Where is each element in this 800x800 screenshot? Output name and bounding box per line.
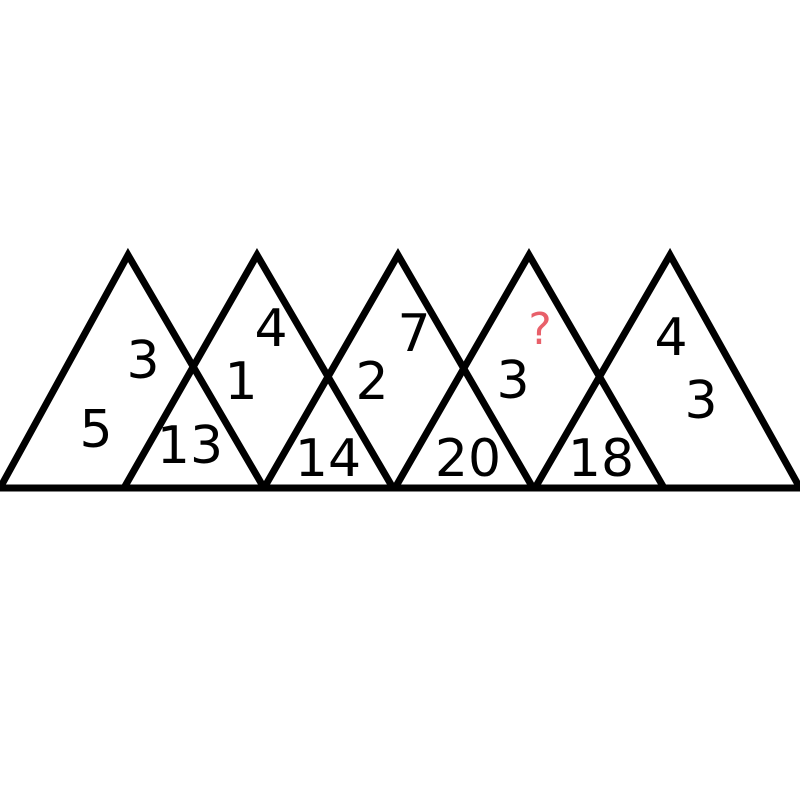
t1-upper-number: 3 bbox=[126, 331, 159, 391]
t1-t2-bottom-number: 13 bbox=[157, 416, 223, 476]
t2-top-number: 4 bbox=[254, 299, 287, 359]
t3-t4-bottom-number: 20 bbox=[435, 429, 501, 489]
t2-middle-number: 1 bbox=[224, 352, 257, 412]
t1-lower-number: 5 bbox=[79, 400, 112, 460]
t3-middle-number: 2 bbox=[355, 352, 388, 412]
t5-top-number: 4 bbox=[654, 308, 687, 368]
t5-middle-number: 3 bbox=[684, 371, 717, 431]
t4-t5-bottom-number: 18 bbox=[568, 429, 634, 489]
t3-top-number: 7 bbox=[397, 304, 430, 364]
t4-top-unknown: ? bbox=[528, 304, 551, 355]
t2-t3-bottom-number: 14 bbox=[295, 429, 361, 489]
t4-middle-number: 3 bbox=[496, 351, 529, 411]
